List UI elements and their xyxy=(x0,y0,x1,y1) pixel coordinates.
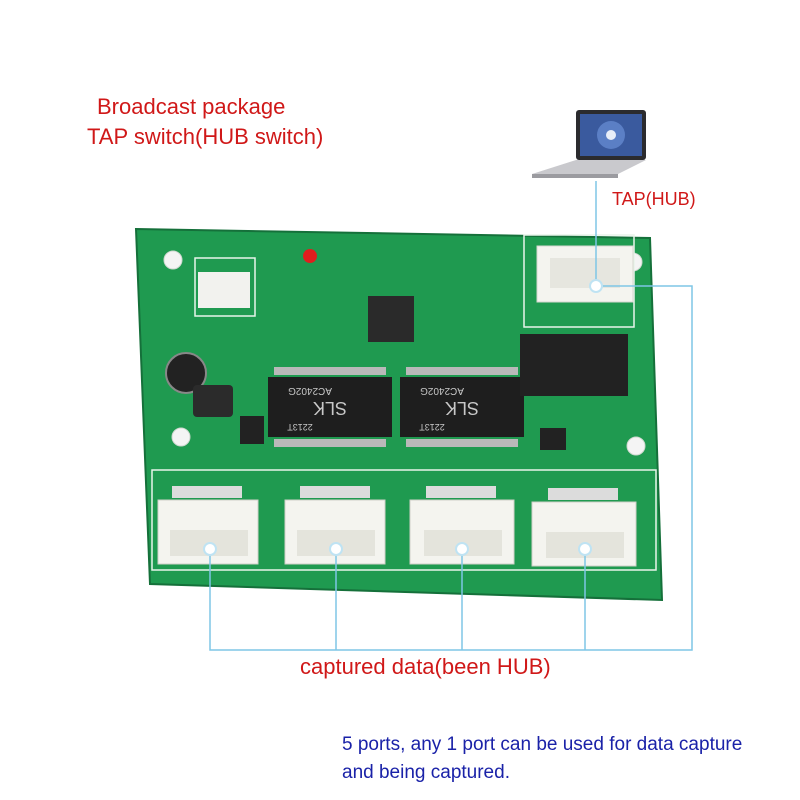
ports-note: 5 ports, any 1 port can be used for data… xyxy=(342,731,800,787)
note-line-2: and being captured. xyxy=(342,762,510,783)
chip1-brand: SLK xyxy=(313,398,347,418)
note-line-1: 5 ports, any 1 port can be used for data… xyxy=(342,734,743,755)
captured-data-label: captured data(been HUB) xyxy=(300,654,551,679)
chip1-part: AC2402G xyxy=(288,385,332,396)
title-line-1: Broadcast package xyxy=(97,94,286,119)
chip2-code: 2213T xyxy=(419,422,445,432)
chip2-part: AC2402G xyxy=(420,385,464,396)
tap-hub-label: TAP(HUB) xyxy=(612,189,696,209)
title-line-2: TAP switch(HUB switch) xyxy=(87,124,324,149)
chip1-code: 2213T xyxy=(287,422,313,432)
chip2-brand: SLK xyxy=(445,398,479,418)
laptop-icon xyxy=(532,110,646,178)
